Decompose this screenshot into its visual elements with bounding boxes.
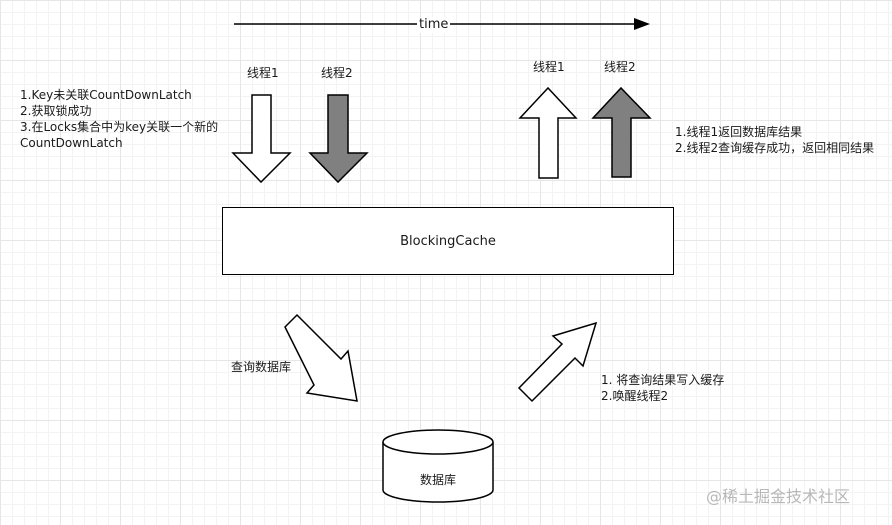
- left-steps-note: 1.Key未关联CountDownLatch 2.获取锁成功 3.在Locks集…: [20, 87, 218, 151]
- write-cache-step-1: 1. 将查询结果写入缓存: [601, 373, 725, 387]
- query-database-label: 查询数据库: [231, 360, 292, 374]
- left-step-3: 3.在Locks集合中为key关联一个新的: [20, 120, 219, 134]
- timeline-label: time: [417, 17, 451, 33]
- right-result-note: 1.线程1返回数据库结果 2.线程2查询缓存成功，返回相同结果: [675, 124, 874, 156]
- watermark-text: @稀土掘金技术社区: [706, 487, 851, 506]
- thread2-return-arrow: [591, 86, 652, 178]
- thread1-request-arrow: [231, 94, 292, 184]
- database-cylinder: [382, 429, 494, 503]
- left-thread1-label: 线程1: [247, 66, 279, 80]
- left-thread2-label: 线程2: [321, 66, 353, 80]
- write-cache-arrow: [517, 321, 598, 403]
- left-step-2: 2.获取锁成功: [20, 104, 92, 118]
- thread2-request-arrow: [308, 94, 369, 184]
- blocking-cache-box: BlockingCache: [222, 207, 674, 275]
- database-label: 数据库: [419, 473, 456, 487]
- right-thread2-label: 线程2: [604, 60, 636, 74]
- left-step-1: 1.Key未关联CountDownLatch: [20, 88, 192, 102]
- thread1-return-arrow: [518, 86, 578, 179]
- write-cache-note: 1. 将查询结果写入缓存 2.唤醒线程2: [601, 372, 724, 404]
- left-step-3-cont: CountDownLatch: [20, 136, 123, 150]
- right-result-1: 1.线程1返回数据库结果: [675, 125, 803, 139]
- query-database-arrow: [284, 313, 358, 402]
- blocking-cache-label: BlockingCache: [400, 233, 496, 249]
- right-result-2: 2.线程2查询缓存成功，返回相同结果: [675, 141, 875, 155]
- right-thread1-label: 线程1: [533, 60, 565, 74]
- write-cache-step-2: 2.唤醒线程2: [601, 389, 669, 403]
